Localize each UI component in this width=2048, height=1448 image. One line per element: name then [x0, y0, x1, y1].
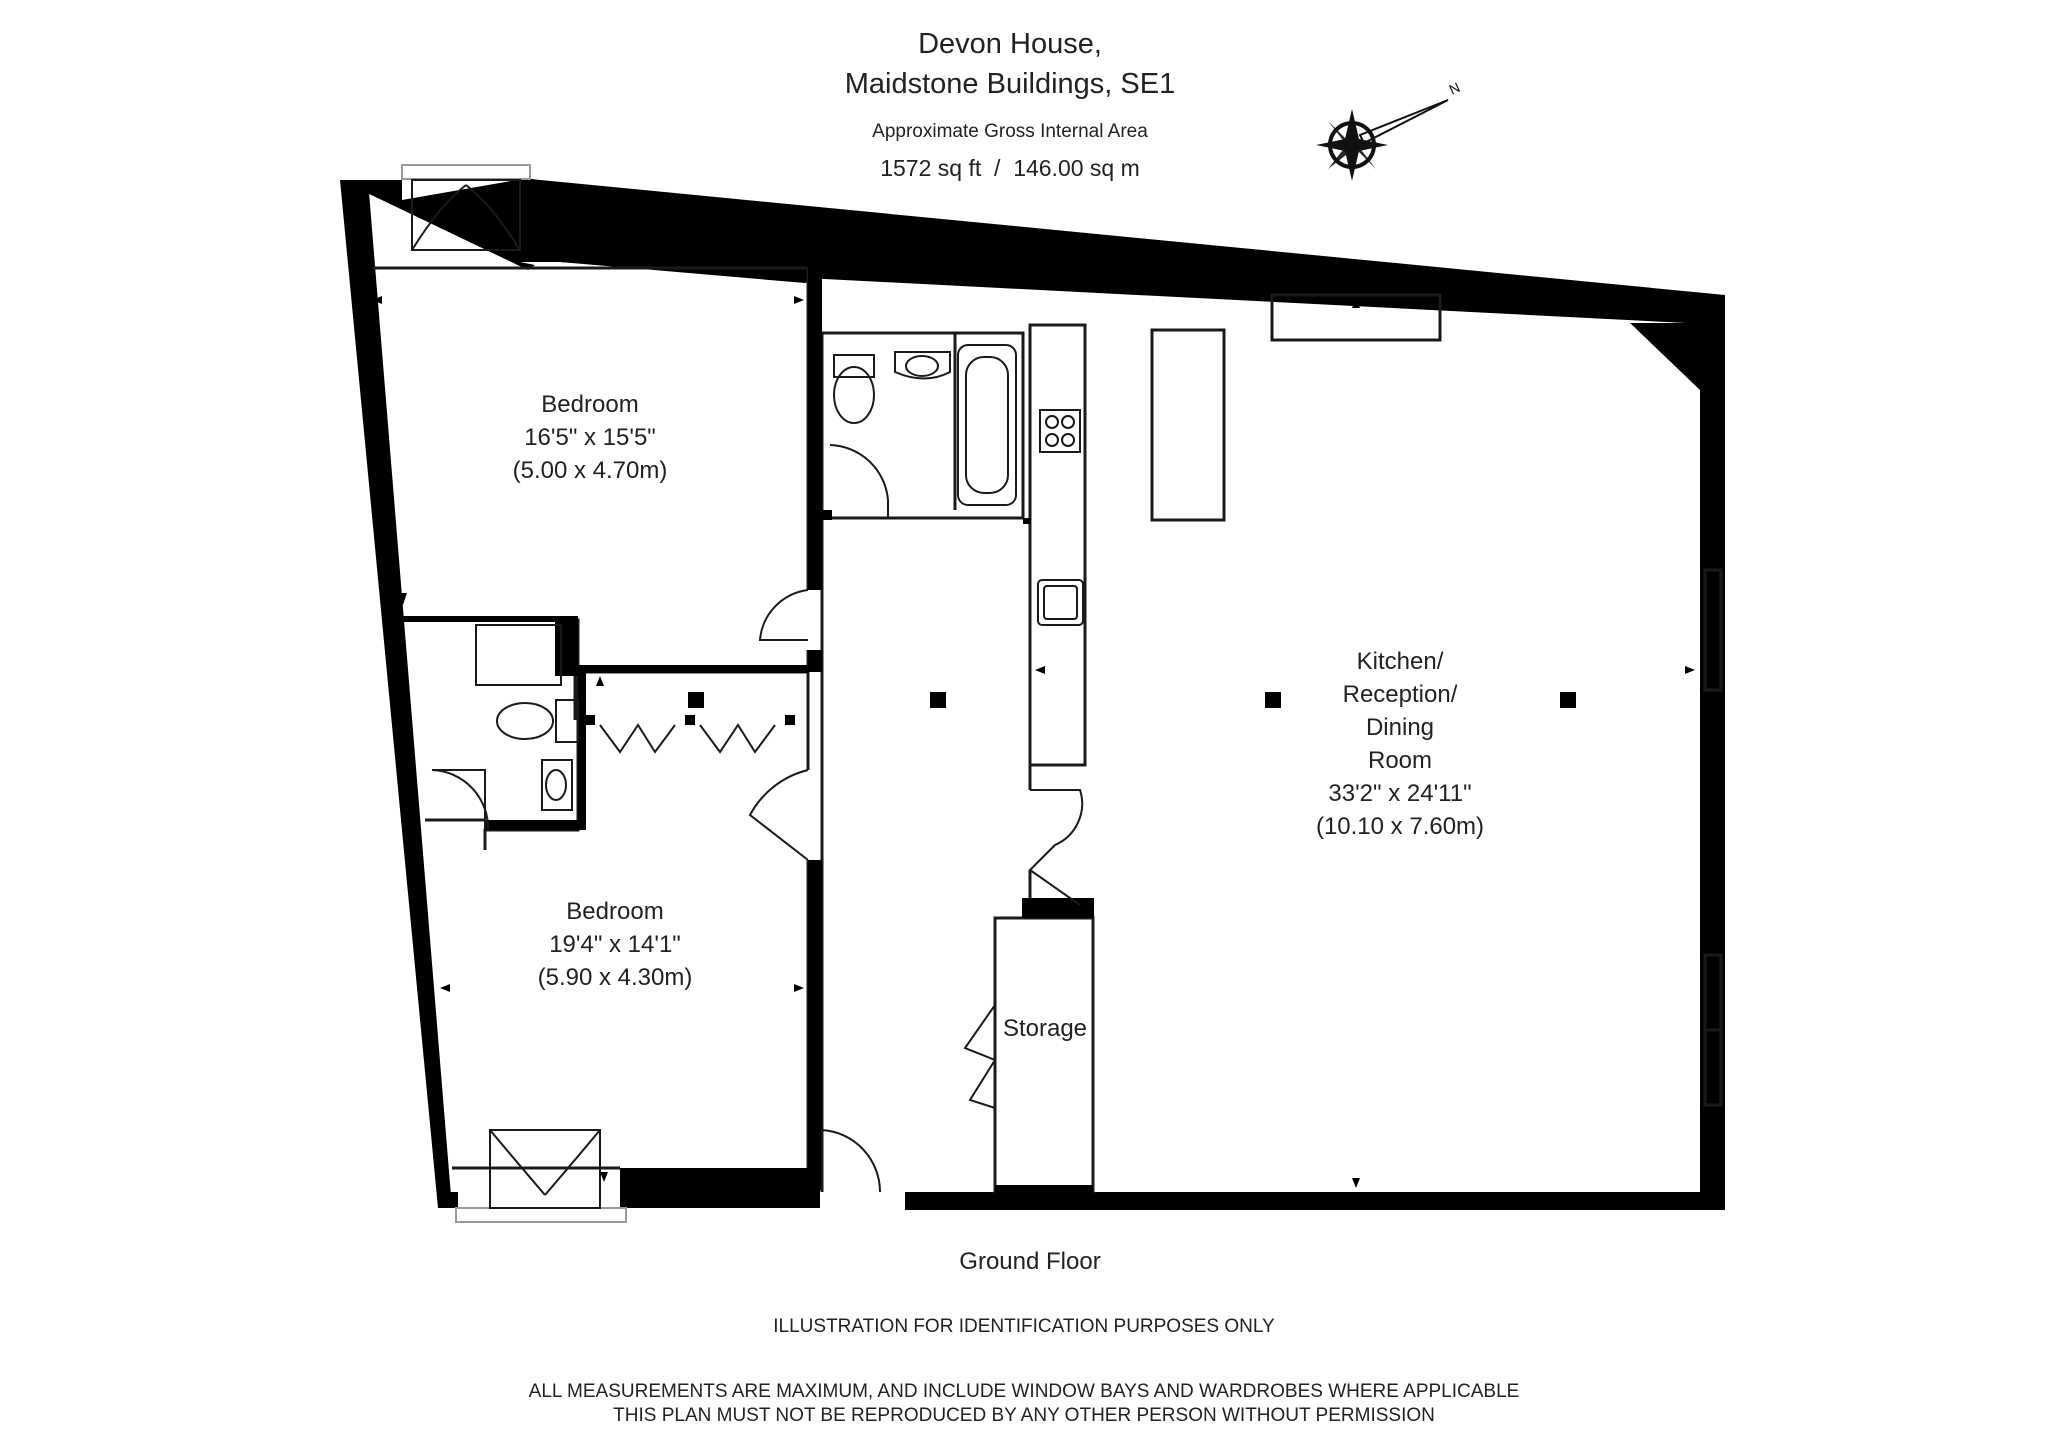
door-swings — [431, 444, 1084, 1193]
area-caption: Approximate Gross Internal Area — [872, 121, 1148, 142]
kitchen-name-line-3: Dining — [1365, 714, 1435, 741]
outer-walls — [340, 178, 1725, 1210]
note-line-2: ALL MEASUREMENTS ARE MAXIMUM, AND INCLUD… — [528, 1381, 1520, 1402]
bedroom-1-size-imperial: 16'5" x 15'5" — [524, 424, 656, 451]
compass-icon: N — [1316, 79, 1462, 181]
bedroom-1-label: Bedroom 16'5" x 15'5" (5.00 x 4.70m) — [480, 388, 700, 487]
dimension-arrows — [372, 296, 1695, 1188]
bedroom-2-size-imperial: 19'4" x 14'1" — [549, 931, 681, 958]
bedroom-2-size-metric: (5.90 x 4.30m) — [537, 964, 693, 991]
bedroom-1-size-metric: (5.00 x 4.70m) — [512, 457, 668, 484]
kitchen-label: Kitchen/ Reception/ Dining Room 33'2" x … — [1280, 645, 1520, 843]
kitchen-name-line-1: Kitchen/ — [1356, 648, 1444, 675]
sanitary-fixtures — [475, 344, 1084, 811]
note-line-1: ILLUSTRATION FOR IDENTIFICATION PURPOSES… — [773, 1316, 1275, 1337]
kitchen-size-metric: (10.10 x 7.60m) — [1315, 813, 1485, 840]
floor-label: Ground Floor — [959, 1248, 1101, 1275]
note-line-3: THIS PLAN MUST NOT BE REPRODUCED BY ANY … — [613, 1405, 1435, 1426]
kitchen-name-line-4: Room — [1367, 747, 1433, 774]
title-line-2: Maidstone Buildings, SE1 — [844, 68, 1176, 100]
storage-label: Storage — [1002, 1015, 1088, 1042]
area-value: 1572 sq ft / 146.00 sq m — [880, 155, 1140, 181]
title-line-1: Devon House, — [918, 28, 1102, 60]
kitchen-size-imperial: 33'2" x 24'11" — [1328, 780, 1472, 807]
kitchen-name-line-2: Reception/ — [1342, 681, 1458, 708]
bedroom-2-name: Bedroom — [566, 898, 664, 925]
bedroom-1-name: Bedroom — [541, 391, 639, 418]
french-doors — [411, 179, 601, 1209]
bedroom-2-label: Bedroom 19'4" x 14'1" (5.90 x 4.30m) — [505, 895, 725, 994]
wardrobe-doors — [599, 723, 776, 754]
compass-letter: N — [1447, 79, 1463, 98]
